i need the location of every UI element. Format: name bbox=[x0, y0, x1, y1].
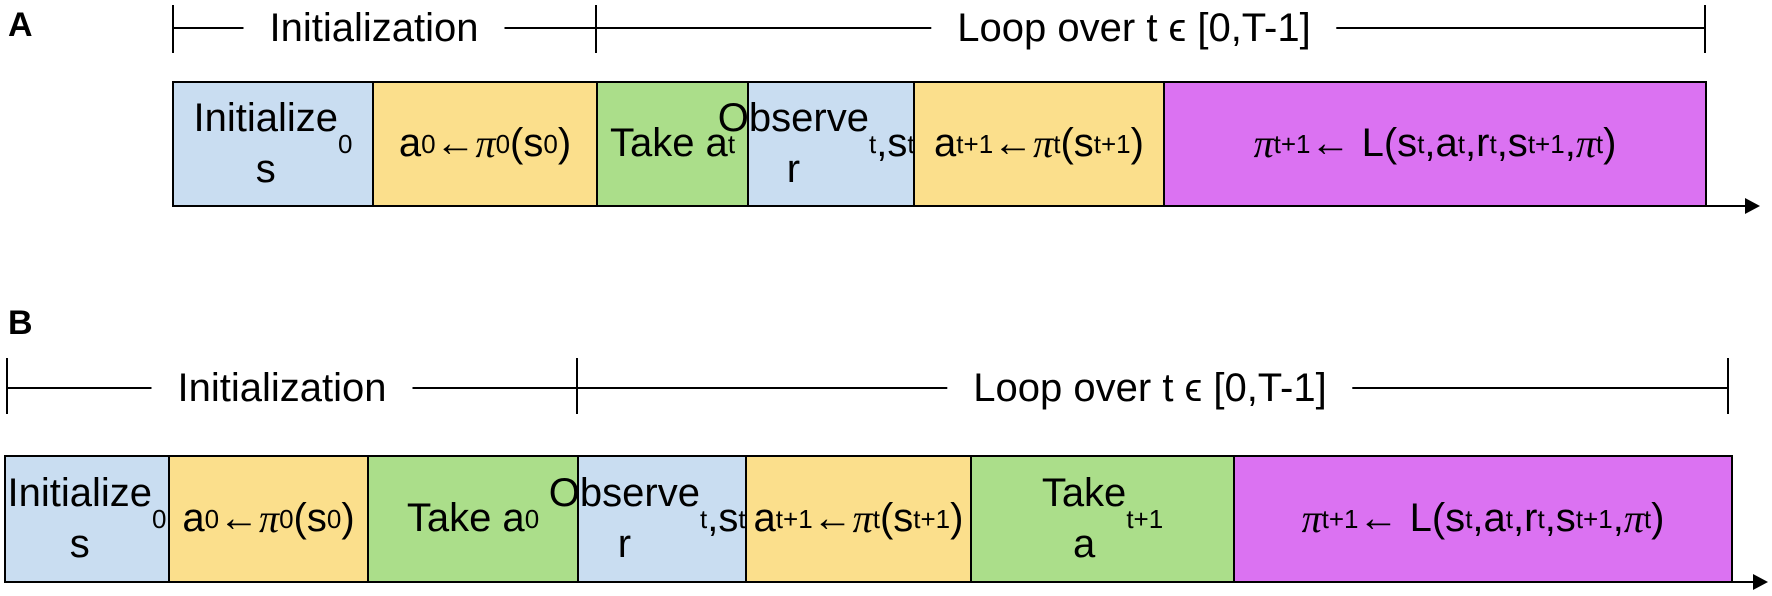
pi-symbol: π bbox=[1301, 496, 1322, 542]
time-axis-b bbox=[1729, 581, 1755, 583]
pi-symbol: π bbox=[1575, 121, 1596, 167]
pi-symbol: π bbox=[1623, 496, 1644, 542]
arrowhead-icon-a bbox=[1745, 198, 1760, 214]
pi-symbol: π bbox=[852, 496, 873, 542]
bracket-tick-b-right bbox=[1727, 358, 1729, 414]
arrowhead-icon-b bbox=[1753, 574, 1768, 590]
pi-symbol: π bbox=[475, 121, 496, 167]
bracket-label-initialization-b: Initialization bbox=[151, 364, 413, 412]
pi-symbol: π bbox=[1033, 121, 1054, 167]
bracket-tick-a-middle bbox=[595, 5, 597, 53]
panel-a-letter: A bbox=[8, 6, 33, 44]
panel-b-letter: B bbox=[8, 304, 33, 342]
bracket-label-loop-a: Loop over t ϵ [0,T-1] bbox=[931, 4, 1337, 52]
bracket-tick-a-right bbox=[1704, 5, 1706, 53]
time-axis-a bbox=[1703, 205, 1747, 207]
bracket-label-initialization-a: Initialization bbox=[243, 4, 505, 52]
bracket-tick-b-middle bbox=[576, 358, 578, 414]
bracket-line-b bbox=[6, 387, 1729, 389]
pi-symbol: π bbox=[259, 496, 280, 542]
pi-symbol: π bbox=[1253, 121, 1274, 167]
bracket-tick-b-left bbox=[6, 358, 8, 414]
bracket-tick-a-left bbox=[172, 5, 174, 53]
bracket-label-loop-b: Loop over t ϵ [0,T-1] bbox=[947, 364, 1353, 412]
